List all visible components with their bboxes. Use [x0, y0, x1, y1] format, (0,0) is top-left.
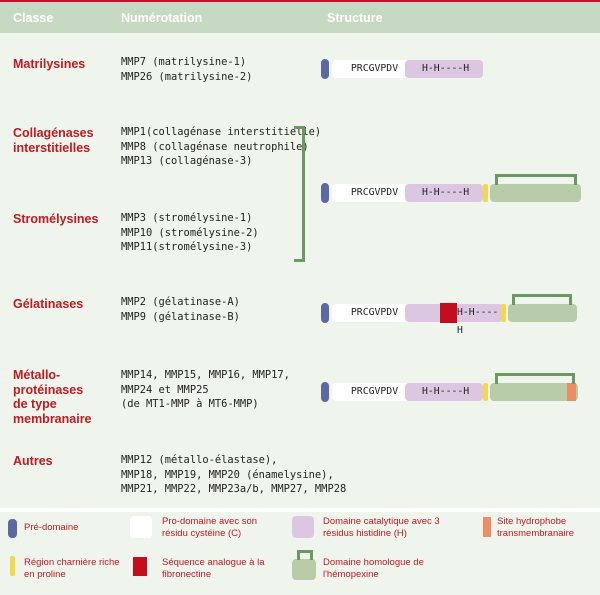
legend-hydrophobe-swatch [483, 517, 491, 537]
hinge-region [483, 184, 488, 202]
pre-domain [321, 59, 329, 79]
class-gelatinases: Gélatinases [13, 297, 84, 311]
numbers-autres: MMP12 (métallo-élastase), MMP18, MMP19, … [121, 454, 347, 495]
legend-fibronectin-swatch [133, 557, 147, 576]
hemopexin-domain [490, 184, 581, 202]
hemopexin-bridge [495, 373, 575, 384]
fibronectin-sequence [440, 303, 457, 323]
pre-domain [321, 183, 329, 203]
legend-pro-label: Pro-domaine avec son résidu cystéine (C) [162, 516, 258, 539]
legend-hemopexin-bridge [297, 550, 313, 560]
pro-domain: PRCGVPDV [332, 304, 417, 322]
numbers-matrilysines: MMP7 (matrilysine-1) MMP26 (matrilysine-… [121, 56, 253, 83]
class-autres: Autres [13, 454, 53, 468]
header-classe: Classe [13, 11, 54, 25]
legend-hydrophobe-label: Site hydrophobe transmembranaire [497, 516, 575, 539]
numbers-stromelysines: MMP3 (stromélysine-1) MMP10 (stromélysin… [121, 212, 259, 253]
catalytic-domain: H-H----H [405, 60, 483, 78]
catalytic-domain: H-H----H [405, 184, 483, 202]
gelatinase-catalytic-label: H-H----H [457, 307, 499, 336]
structure-mt-mmp: PRCGVPDV H-H----H [318, 371, 588, 411]
numbers-gelatinases: MMP2 (gélatinase-A) MMP9 (gélatinase-B) [121, 296, 240, 323]
legend-pro-swatch [130, 516, 152, 538]
pro-domain: PRCGVPDV [332, 383, 417, 401]
group-bracket [294, 126, 305, 262]
class-collagenases: Collagénases interstitielles [13, 126, 94, 155]
legend-hinge-swatch [10, 556, 15, 576]
legend-pre-swatch [8, 519, 17, 538]
legend-fibronectin-label: Séquence analogue à la fibronectine [162, 557, 265, 580]
class-mt-mmp: Métallo- protéinases de type membranaire [13, 368, 92, 426]
header-numerotation: Numérotation [121, 11, 203, 25]
structure-gelatinases: PRCGVPDV H-H----H [318, 292, 588, 336]
hemopexin-domain [508, 304, 577, 322]
legend-pre-label: Pré-domaine [24, 522, 79, 533]
hemopexin-bridge [495, 174, 577, 185]
legend-hinge-label: Région charnière riche en proline [24, 557, 120, 580]
legend-catalytic-label: Domaine catalytique avec 3 résidus histi… [323, 516, 440, 539]
pro-domain: PRCGVPDV [332, 184, 417, 202]
structure-matrilysines: PRCGVPDV H-H----H [318, 58, 588, 98]
pro-domain: PRCGVPDV [332, 60, 417, 78]
catalytic-domain: H-H----H [405, 383, 483, 401]
structure-collagenases-stromelysines: PRCGVPDV H-H----H [318, 172, 588, 212]
numbers-mt-mmp: MMP14, MMP15, MMP16, MMP17, MMP24 et MMP… [121, 369, 290, 410]
transmembrane-site [567, 383, 576, 401]
hinge-region [483, 383, 488, 401]
class-matrilysines: Matrilysines [13, 57, 86, 71]
legend-hemopexin-label: Domaine homologue de l'hémopexine [323, 557, 424, 580]
pre-domain [321, 382, 329, 402]
class-stromelysines: Stromélysines [13, 212, 99, 226]
table-body [0, 33, 600, 508]
hemopexin-bridge [512, 294, 572, 305]
top-rule [0, 0, 600, 2]
legend-hemopexin-swatch [292, 559, 316, 580]
table-header: Classe Numérotation Structure [0, 2, 600, 33]
pre-domain [321, 303, 329, 323]
hemopexin-domain [490, 383, 578, 401]
numbers-collagenases: MMP1(collagénase interstitielle) MMP8 (c… [121, 126, 322, 167]
hinge-region [501, 304, 506, 322]
header-structure: Structure [327, 11, 383, 25]
legend-catalytic-swatch [292, 516, 314, 538]
